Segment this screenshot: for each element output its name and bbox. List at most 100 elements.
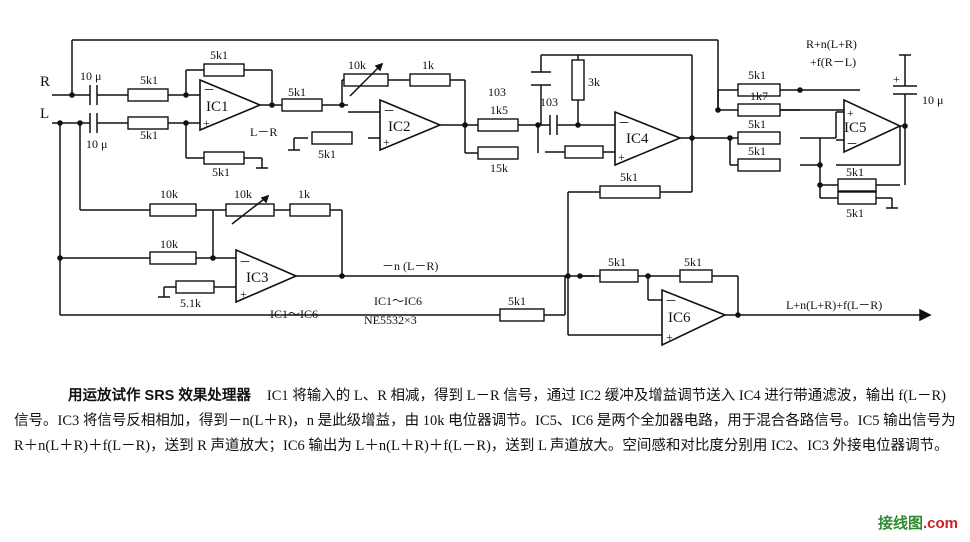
srs-schematic: －+ IC1 －+ IC2 －+ IC4 +－ IC5 －+ IC3 －+ IC…: [40, 37, 943, 347]
label-r-10k-b: 10k: [160, 237, 178, 251]
label-r-15k: 15k: [490, 161, 508, 175]
label-r-in-l: 5k1: [140, 128, 158, 142]
output-arrow: [919, 308, 932, 322]
caption-body: IC1 将输入的 L、R 相减，得到 L－R 信号，通过 IC2 缓冲及增益调节…: [14, 388, 956, 454]
watermark-part-a: 接线图: [877, 515, 923, 532]
capacitors: [89, 71, 917, 135]
svg-text:+: +: [240, 287, 247, 301]
resistor-r-ic3-gnd: [175, 280, 215, 294]
label-c-103a: 103: [488, 85, 506, 99]
resistor-r-ic5-b: [737, 131, 781, 145]
label-r-ic2-fb: 1k: [422, 58, 434, 72]
capacitor-103b: [549, 115, 570, 135]
label-r-ic2-gnd: 5k1: [318, 147, 336, 161]
input-l-label: L: [40, 106, 49, 122]
svg-text:－: －: [618, 116, 630, 130]
label-out-r-line1: R+n(L+R): [806, 37, 857, 51]
opamp-ic4: [614, 110, 683, 167]
capacitor-c-in-l: [89, 113, 104, 133]
resistor-r-ic4-fb: [599, 185, 661, 199]
label-ic-range: IC1～IC6: [270, 307, 318, 321]
resistors: [127, 59, 877, 322]
opamp-ic5: [843, 98, 902, 154]
caption-title: 用运放试作 SRS 效果处理器: [68, 388, 251, 404]
resistor-r-ic5-c: [737, 158, 781, 172]
svg-text:－: －: [665, 294, 677, 308]
resistor-r-ic2-gnd: [311, 131, 353, 145]
capacitor-c-in-r: [89, 85, 104, 105]
label-ic2: IC2: [388, 119, 411, 135]
label-pot-ic3: 10k: [234, 187, 252, 201]
watermark-logo: 接线图.com: [878, 512, 958, 533]
wires: [52, 39, 930, 336]
svg-text:+: +: [203, 116, 210, 130]
resistor-r-ic6-bot: [499, 308, 545, 322]
svg-text:+: +: [666, 330, 673, 344]
label-r-10k-a: 10k: [160, 187, 178, 201]
resistor-r-ic4-in: [564, 145, 604, 159]
label-r-1k-ic3: 1k: [298, 187, 310, 201]
resistor-r-10k-a: [149, 203, 197, 217]
label-r-ic5-b: 5k1: [748, 117, 766, 131]
svg-text:－: －: [203, 83, 215, 97]
resistor-r-10k-b: [149, 251, 197, 265]
label-out-r-line2: +f(R－L): [810, 55, 856, 69]
label-r-ic6-fb: 5k1: [684, 255, 702, 269]
svg-text:+: +: [618, 150, 625, 164]
label-ic6: IC6: [668, 310, 691, 326]
resistor-r-3k: [571, 59, 585, 101]
label-l-minus-r: L－R: [250, 125, 277, 139]
op-amps: －+ IC1 －+ IC2 －+ IC4 +－ IC5 －+ IC3 －+ IC…: [199, 78, 902, 347]
capacitor-103a: [531, 71, 551, 86]
opamp-ic6: [661, 288, 728, 347]
pot-ic3-arrow: [231, 195, 269, 225]
label-r-1k5: 1k5: [490, 103, 508, 117]
label-r-ic1-out: 5k1: [288, 85, 306, 99]
svg-text:－: －: [846, 137, 858, 151]
resistor-r-1k5: [477, 118, 519, 132]
resistor-r-in-r: [127, 88, 169, 102]
label-c-out-plus: +: [893, 72, 900, 86]
opamp-ic3: [235, 248, 299, 304]
label-ic5: IC5: [844, 120, 867, 136]
label-ic-range2: IC1～IC6: [374, 294, 422, 308]
label-r-ic5-a: 5k1: [748, 68, 766, 82]
watermark-part-b: .com: [922, 515, 958, 532]
svg-text:+: +: [383, 135, 390, 149]
resistor-r-1k-ic3: [289, 203, 331, 217]
resistor-r-ic6-fb: [679, 269, 713, 283]
label-r-ic1-gnd: 5k1: [212, 165, 230, 179]
resistor-r-fb1: [203, 63, 245, 77]
label-c-103b: 103: [540, 95, 558, 109]
resistor-r-15k: [477, 146, 519, 160]
label-c-out: 10 μ: [922, 93, 943, 107]
svg-text:－: －: [239, 255, 251, 269]
resistor-r-ic1-gnd: [203, 151, 245, 165]
label-chip-type: NE5532×3: [364, 313, 417, 327]
junction-dots: [57, 87, 908, 318]
component-labels: R L 10 μ 10 μ 5k1 5k1 5k1 5k1 5k1 L－R 10…: [40, 37, 943, 327]
label-r-3k: 3k: [588, 75, 600, 89]
label-out-l: L+n(L+R)+f(L－R): [786, 298, 882, 312]
label-r-ic3-gnd: 5.1k: [180, 296, 201, 310]
label-r-ic4-fb: 5k1: [620, 170, 638, 184]
resistor-r-ic1-out: [281, 98, 323, 112]
label-r-ic5-d: 5k1: [846, 165, 864, 179]
label-r-ic6-bot: 5k1: [508, 294, 526, 308]
label-r-1k7: 1k7: [750, 89, 768, 103]
svg-text:－: －: [383, 104, 395, 118]
input-r-label: R: [40, 74, 50, 90]
resistor-r-ic5-e: [837, 191, 877, 205]
label-ic3: IC3: [246, 270, 269, 286]
label-r-fb1: 5k1: [210, 48, 228, 62]
resistor-r-1k7: [737, 103, 781, 117]
resistor-r-ic6-in: [599, 269, 639, 283]
label-ic4: IC4: [626, 131, 649, 147]
pot-ic2-arrow: [349, 63, 383, 97]
resistor-r-ic5-a: [737, 83, 781, 97]
capacitor-c-out: [893, 80, 917, 100]
label-neg-n: －n (L－R): [382, 259, 438, 273]
label-r-ic6-in: 5k1: [608, 255, 626, 269]
resistor-r-in-l: [127, 116, 169, 130]
